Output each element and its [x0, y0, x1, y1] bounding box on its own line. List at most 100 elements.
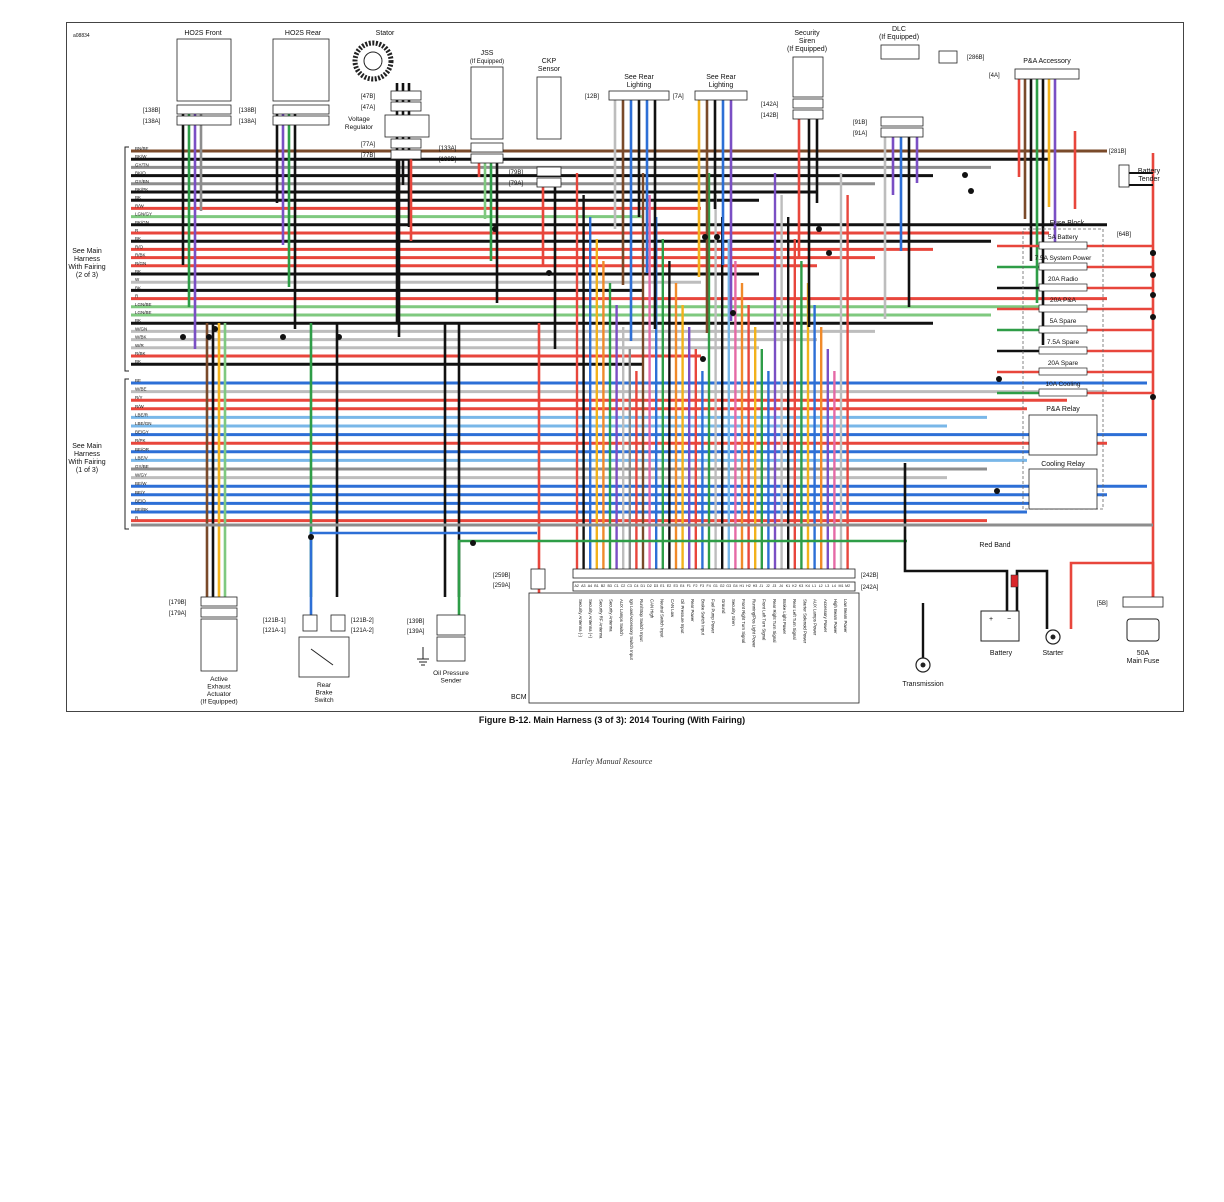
connector-138a-front: [176, 115, 232, 126]
connector-142b: [792, 109, 824, 120]
splice-dot: [700, 356, 706, 362]
wire-label: R/Y: [135, 395, 143, 400]
connector-77a: [390, 138, 422, 149]
bcm-pin-label: H3: [753, 584, 758, 588]
splice-dot: [180, 334, 186, 340]
fuse-block-label: Fuse Block: [1050, 220, 1085, 227]
bcm-pin-label: F2: [693, 584, 697, 588]
harness-bracket-lower: [124, 378, 129, 530]
bcm-function-label: AUX Lamps Switch: [619, 599, 624, 636]
splice-dot: [546, 270, 552, 276]
svg-text:[121A-1]: [121A-1]: [263, 628, 286, 634]
splice-dot: [280, 334, 286, 340]
voltage-regulator-box: [384, 114, 430, 138]
fuse-icon: [1038, 346, 1088, 355]
bcm-function-label: Low Beam Power: [843, 599, 848, 633]
connector-133a: [470, 142, 504, 153]
bcm-pin-label: F4: [707, 584, 711, 588]
bcm-function-label: Security Antenna: [609, 599, 614, 632]
svg-text:[79A]: [79A]: [509, 181, 523, 187]
bcm-pin-label: D2: [647, 584, 652, 588]
wire-label: BK: [135, 359, 141, 364]
wire-label: R/W: [135, 203, 145, 208]
bcm-pin-label: A3: [581, 584, 585, 588]
bcm-function-label: CAN Low: [670, 599, 675, 618]
cooling-relay-box: [1028, 468, 1098, 510]
bcm-pin-label: E4: [680, 584, 684, 588]
bcm-pin-label: K4: [806, 584, 810, 588]
svg-text:[259A]: [259A]: [493, 583, 511, 589]
bcm-pin-label: E2: [667, 584, 671, 588]
wire-label: W/GY: [135, 473, 147, 478]
bcm-function-label: AUX Lamps Power: [813, 599, 818, 636]
bcm-function-label: Security Antenna (+): [588, 599, 593, 639]
splice-dot: [962, 172, 968, 178]
splice-dot: [1150, 250, 1156, 256]
connector-138a-rear: [272, 115, 330, 126]
svg-text:[242A]: [242A]: [861, 585, 879, 591]
red-band-label: Red Band: [979, 542, 1010, 549]
ho2s-front-box: [176, 38, 232, 102]
bcm-function-label: Security RF Antenna: [598, 599, 603, 639]
wire-label: R: [135, 228, 139, 233]
bcm-function-label: Running/Pos Light Power: [751, 599, 756, 648]
connector-121-2: [330, 614, 346, 632]
connector-138b-rear: [272, 104, 330, 115]
splice-dot: [996, 376, 1002, 382]
wire-label: LGN/GY: [135, 212, 152, 217]
svg-text:[121B-1]: [121B-1]: [263, 618, 286, 624]
wire-label: BK/PK: [135, 187, 148, 192]
wire-label: BK: [135, 236, 141, 241]
bcm-pin-label: H1: [740, 584, 745, 588]
bcm-pin-label: L3: [825, 584, 829, 588]
connector-139: [436, 614, 466, 636]
bcm-pin-label: G1: [713, 584, 718, 588]
wire-label: BK: [135, 285, 141, 290]
figure-caption: Figure B-12. Main Harness (3 of 3): 2014…: [478, 715, 746, 725]
svg-text:[7A]: [7A]: [673, 94, 684, 100]
svg-text:[133B]: [133B]: [439, 157, 457, 163]
jss-note: (If Equipped): [470, 59, 504, 65]
bcm-pin-label: B3: [608, 584, 612, 588]
connector-4a: [1014, 68, 1080, 80]
bcm-pin-label: H2: [746, 584, 751, 588]
splice-dot: [730, 310, 736, 316]
wire-label: R: [135, 294, 139, 299]
jss-box: [470, 66, 504, 140]
fuse-icon: [1038, 241, 1088, 250]
svg-text:−: −: [1007, 616, 1011, 623]
connector-138a-rear-label: [138A]: [239, 119, 257, 125]
bcm-pin-label: M1: [839, 584, 844, 588]
wire-label: BK/GN: [135, 220, 149, 225]
battery-icon: [980, 610, 1020, 642]
bcm-function-label: Fuel Pump Power: [711, 599, 716, 634]
connector-79b: [536, 166, 562, 177]
bcm-pin-label: L1: [812, 584, 816, 588]
wire-label: LBE/R: [135, 412, 149, 417]
stator-icon: [352, 40, 394, 82]
bcm-pin-label: F1: [687, 584, 691, 588]
wire-label: BE/Y: [135, 490, 145, 495]
connector-242a: [572, 581, 856, 592]
bcm-function-label: Front Left Turn Signal: [762, 599, 767, 640]
bcm-pin-label: A4: [588, 584, 592, 588]
bcm-function-label: Brake Switch Input: [700, 599, 705, 636]
bcm-pin-label: G3: [726, 584, 731, 588]
fuse-icon: [1038, 283, 1088, 292]
wire-label: R/W: [135, 404, 145, 409]
svg-text:[121B-2]: [121B-2]: [351, 618, 374, 624]
svg-text:[139B]: [139B]: [407, 619, 425, 625]
splice-dot: [702, 234, 708, 240]
wire-label: GY/BN: [135, 179, 149, 184]
cooling-relay-label: Cooling Relay: [1041, 461, 1085, 468]
svg-text:[91B]: [91B]: [853, 120, 867, 126]
bcm-function-label: Run/Stop Switch Input: [639, 599, 644, 642]
diagram-id: a08834: [73, 33, 90, 39]
bcm-pin-label: G2: [720, 584, 725, 588]
